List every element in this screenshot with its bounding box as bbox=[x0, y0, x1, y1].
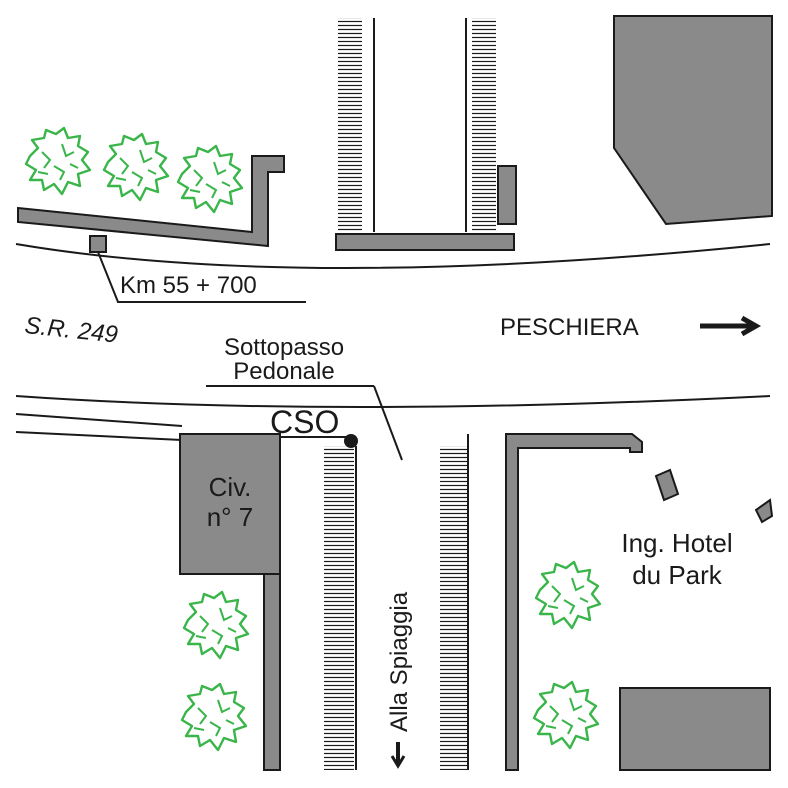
tree-icon bbox=[534, 560, 602, 630]
southeast-building bbox=[619, 687, 771, 771]
east-wall bbox=[505, 433, 643, 771]
south-passage-right-steps bbox=[440, 446, 468, 770]
hotel-label-line1: Ing. Hotel bbox=[621, 528, 733, 558]
underpass-leader-line bbox=[373, 385, 403, 461]
north-passage-right-steps bbox=[472, 18, 496, 232]
marker-label: CSO bbox=[270, 404, 340, 440]
road-north-edge bbox=[15, 243, 771, 269]
hotel-gate-post bbox=[754, 498, 774, 524]
direction-label: PESCHIERA bbox=[500, 314, 639, 341]
building-label-line2: n° 7 bbox=[206, 502, 254, 532]
road-south-edge bbox=[15, 395, 771, 408]
northeast-building bbox=[613, 15, 773, 226]
km-leader-line bbox=[97, 251, 306, 303]
side-road-line bbox=[15, 431, 183, 441]
tree-icon bbox=[180, 682, 248, 752]
tree-icon bbox=[532, 680, 600, 750]
hotel-gate-post bbox=[654, 468, 680, 502]
tree-icon bbox=[176, 144, 244, 214]
beach-label: Alla Spiaggia bbox=[386, 591, 413, 732]
side-road-line bbox=[15, 413, 183, 427]
tree-icon bbox=[182, 590, 250, 660]
tree-icon bbox=[102, 132, 170, 202]
underpass-label-line1: Sottopasso bbox=[223, 334, 345, 361]
northwest-wall bbox=[17, 155, 285, 248]
building-civ-7 bbox=[179, 433, 281, 575]
underpass-label-line2: Pedonale bbox=[233, 358, 335, 385]
arrow-down-icon bbox=[390, 742, 406, 769]
arrow-right-icon bbox=[700, 315, 762, 337]
building-label-line1: Civ. bbox=[208, 472, 252, 502]
hotel-label-line2: du Park bbox=[632, 560, 722, 590]
tree-icon bbox=[24, 126, 92, 196]
km-marker-post bbox=[89, 235, 107, 253]
km-label: Km 55 + 700 bbox=[120, 272, 257, 299]
marker-dot bbox=[344, 434, 358, 448]
north-passage-side-block bbox=[497, 165, 517, 225]
building-civ-7-wall bbox=[263, 573, 281, 771]
north-passage-left-steps bbox=[338, 18, 362, 232]
south-passage-left-steps bbox=[324, 446, 354, 770]
north-passage-base bbox=[335, 233, 515, 251]
